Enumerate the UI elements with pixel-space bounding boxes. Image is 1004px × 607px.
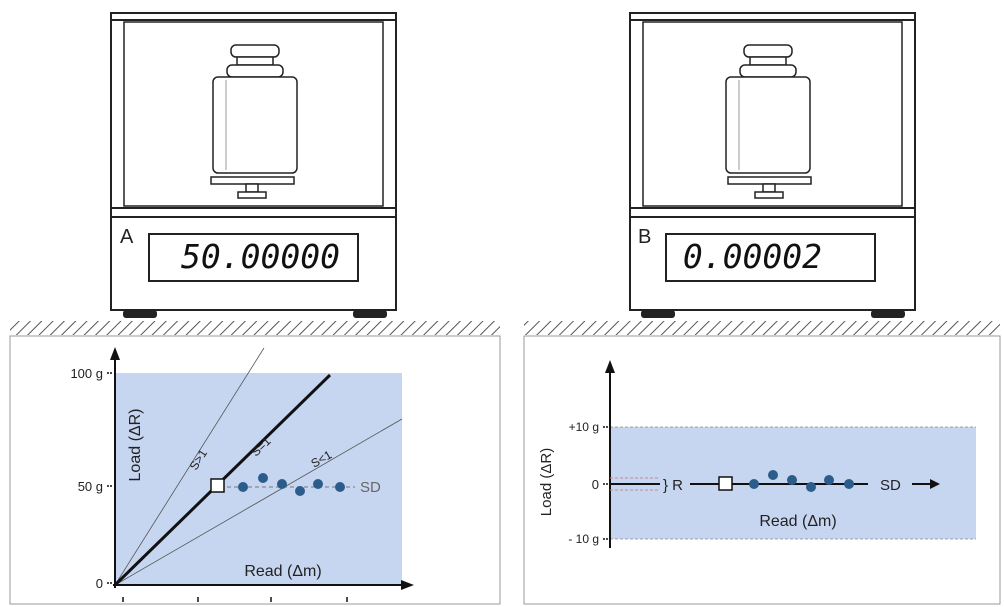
data-point bbox=[313, 479, 323, 489]
display-a-reading: 50.00000 bbox=[181, 237, 340, 276]
line-s-greater-1 bbox=[114, 347, 265, 586]
ground-hatching-a bbox=[10, 321, 500, 335]
panel-a-letter: A bbox=[120, 226, 134, 248]
r-label: } R bbox=[663, 477, 683, 494]
sd-label-b: SD bbox=[880, 477, 901, 494]
display-b-reading: 0.00002 bbox=[683, 237, 822, 276]
data-point bbox=[238, 482, 248, 492]
sd-label-a: SD bbox=[360, 479, 381, 496]
reference-square-a bbox=[210, 478, 225, 493]
data-point bbox=[806, 482, 816, 492]
balance-a: A 50.00000 bbox=[110, 12, 397, 318]
y-axis-label-b: Load (ΔR) bbox=[538, 448, 555, 516]
data-point bbox=[768, 470, 778, 480]
graph-a: 100 g 50 g 0 Load (ΔR) Read (Δm) S>1 S=1… bbox=[9, 335, 501, 605]
graph-b: +10 g 0 - 10 g Load (ΔR) Read (Δm) } R S… bbox=[523, 335, 1001, 605]
panel-b-letter: B bbox=[638, 226, 651, 248]
tick-label-50g: 50 g bbox=[78, 479, 103, 494]
weight-b-icon bbox=[725, 44, 811, 174]
balance-b-base bbox=[629, 216, 916, 318]
tick-label-minus10g: - 10 g bbox=[568, 532, 599, 546]
ground-hatching-b bbox=[524, 321, 1000, 335]
data-point bbox=[749, 479, 759, 489]
x-axis-label-a: Read (Δm) bbox=[244, 563, 321, 580]
line-s-less-1 bbox=[114, 418, 403, 586]
data-point bbox=[824, 475, 834, 485]
tick-label-0: 0 bbox=[96, 576, 103, 591]
tick-label-0-b: 0 bbox=[592, 477, 599, 492]
data-point bbox=[277, 479, 287, 489]
balance-a-base bbox=[110, 216, 397, 318]
data-point bbox=[844, 479, 854, 489]
data-point bbox=[258, 473, 268, 483]
tick-label-100g: 100 g bbox=[70, 366, 103, 381]
weighing-pan-b bbox=[727, 176, 812, 199]
y-axis-label-a: Load (ΔR) bbox=[127, 409, 144, 482]
weighing-pan-a bbox=[210, 176, 295, 199]
x-axis-label-b: Read (Δm) bbox=[759, 513, 836, 530]
balance-b: B 0.00002 bbox=[629, 12, 916, 318]
data-point bbox=[295, 486, 305, 496]
tick-label-plus10g: +10 g bbox=[569, 420, 599, 434]
data-point bbox=[335, 482, 345, 492]
weight-a-icon bbox=[212, 44, 298, 174]
reference-square-b bbox=[718, 476, 733, 491]
data-point bbox=[787, 475, 797, 485]
